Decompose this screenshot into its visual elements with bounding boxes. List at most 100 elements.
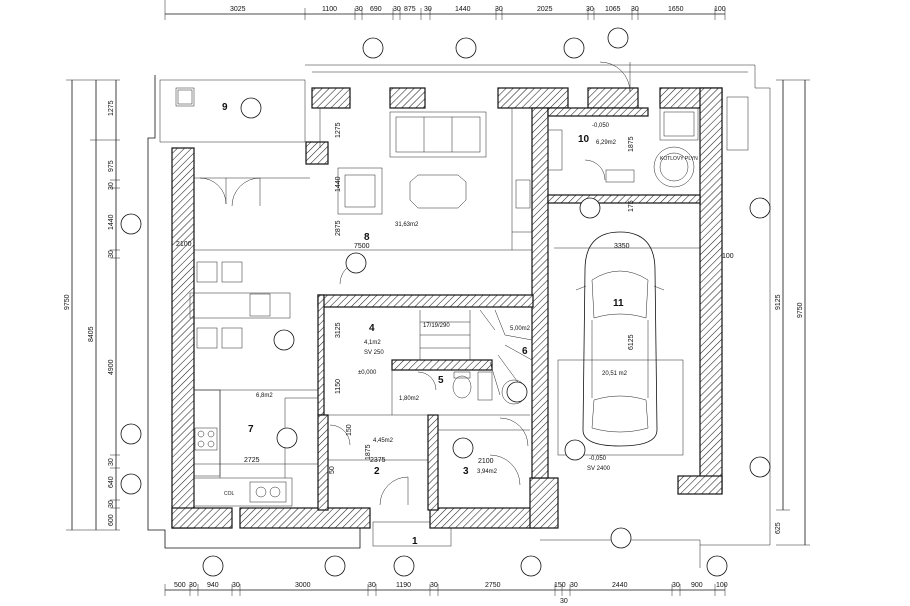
left-dimension-chains: 9750 1275 975 30 1440 30 8405 4900 30 64… bbox=[64, 79, 120, 531]
room-10-number: 10 bbox=[578, 134, 590, 145]
coffee-table bbox=[409, 174, 467, 209]
toilet bbox=[452, 375, 472, 399]
room-3-area: 3,94m2 bbox=[477, 469, 498, 475]
stair-label: 17/19/290 bbox=[423, 323, 450, 329]
boiler-label: KOTLOVÝ PLYN bbox=[660, 155, 698, 162]
armchair bbox=[337, 167, 383, 215]
interior-lines bbox=[193, 108, 533, 507]
dim-top-10: 30 bbox=[586, 6, 594, 13]
doors bbox=[199, 61, 631, 506]
dim-int-10: 1275 bbox=[335, 122, 342, 138]
axis-marker bbox=[120, 213, 142, 235]
dim-top-2: 30 bbox=[355, 6, 363, 13]
dim-left-3: 1440 bbox=[108, 214, 115, 230]
room-6-number: 6 bbox=[522, 346, 528, 357]
dim-int-9: 2875 bbox=[335, 220, 342, 236]
room-11-area: 20,51 m2 bbox=[602, 371, 628, 377]
room-10-area: 6,29m2 bbox=[596, 140, 617, 146]
room-6-area: 5,00m2 bbox=[510, 326, 531, 332]
dim-top-4: 30 bbox=[393, 6, 401, 13]
dim-int-17: 1875 bbox=[365, 444, 372, 460]
room-4-area: 4,1m2 bbox=[364, 340, 381, 346]
room-4-note: SV 250 bbox=[364, 350, 384, 356]
axis-marker bbox=[202, 555, 224, 577]
dim-bottom-extra: 30 bbox=[560, 598, 568, 605]
axis-marker bbox=[276, 427, 298, 449]
cooktop bbox=[194, 427, 218, 451]
sofa bbox=[389, 111, 487, 158]
axis-marker bbox=[520, 555, 542, 577]
axis-marker bbox=[749, 197, 771, 219]
axis-marker bbox=[607, 27, 629, 49]
room-11-number: 11 bbox=[613, 298, 624, 309]
car-silhouette bbox=[575, 231, 665, 447]
dim-bottom-2: 940 bbox=[207, 582, 219, 589]
furniture bbox=[175, 87, 699, 503]
dim-bottom-4: 3000 bbox=[295, 582, 311, 589]
dim-bottom-14: 100 bbox=[716, 582, 728, 589]
dim-top-0: 3025 bbox=[230, 6, 246, 13]
dim-int-12: 1440 bbox=[335, 176, 342, 192]
room-labels: 1 2 4,45m2 3 3,94m2 4 4,1m2 SV 250 ±0,00… bbox=[222, 102, 698, 547]
dim-int-11: 6125 bbox=[628, 334, 635, 350]
dim-left-1: 975 bbox=[108, 160, 115, 172]
window-grid bbox=[175, 87, 195, 107]
dim-bottom-5: 30 bbox=[368, 582, 376, 589]
pergola-column bbox=[726, 96, 749, 151]
dim-left-4: 30 bbox=[108, 250, 115, 258]
dining-table bbox=[189, 292, 291, 319]
axis-marker bbox=[324, 555, 346, 577]
top-dimension-chain: 3025 1100 30 690 30 875 30 1440 30 2025 … bbox=[164, 0, 726, 20]
dim-top-6: 30 bbox=[424, 6, 432, 13]
dim-left-2: 30 bbox=[108, 182, 115, 190]
right-dimension-chains: 9125 9750 625 bbox=[775, 79, 810, 546]
room-9-number: 9 bbox=[222, 102, 228, 113]
dim-int-7: 1150 bbox=[335, 379, 342, 394]
dim-int-0: 7500 bbox=[354, 243, 370, 250]
dim-right-bottom: 625 bbox=[775, 522, 782, 534]
room-5-number: 5 bbox=[438, 375, 444, 386]
axis-marker bbox=[345, 252, 367, 274]
axis-marker bbox=[610, 527, 632, 549]
axis-marker bbox=[706, 555, 728, 577]
dim-int-1: 3350 bbox=[614, 243, 630, 250]
room-4-number: 4 bbox=[369, 323, 375, 334]
dim-top-3: 690 bbox=[370, 6, 382, 13]
dim-int-8: 1875 bbox=[628, 136, 635, 152]
dim-int-6: 3125 bbox=[335, 322, 342, 338]
dim-left-6: 4900 bbox=[108, 359, 115, 375]
dim-left-5: 8405 bbox=[88, 326, 95, 342]
axis-marker bbox=[749, 456, 771, 478]
dim-left-9: 30 bbox=[108, 500, 115, 508]
room-1-number: 1 bbox=[412, 536, 418, 547]
interior-dimensions: 7500 3350 2725 2375 2100 100 3125 1150 1… bbox=[176, 122, 734, 474]
dim-top-9: 2025 bbox=[537, 6, 553, 13]
room-4-level: ±0,000 bbox=[358, 370, 377, 376]
dim-int-4: 2100 bbox=[478, 458, 494, 465]
dim-int-3: 2375 bbox=[370, 457, 386, 464]
dim-top-7: 1440 bbox=[455, 6, 471, 13]
room-8-number: 8 bbox=[364, 232, 370, 243]
dim-int-2: 2725 bbox=[244, 457, 260, 464]
dim-int-16: 2100 bbox=[176, 241, 192, 248]
boiler-unit bbox=[659, 107, 699, 141]
dim-bottom-8: 2750 bbox=[485, 582, 501, 589]
dim-right-inner: 9125 bbox=[775, 294, 782, 310]
axis-marker bbox=[393, 555, 415, 577]
dim-bottom-6: 1190 bbox=[396, 582, 411, 589]
dim-bottom-1: 30 bbox=[189, 582, 197, 589]
water-tank bbox=[653, 146, 695, 188]
axis-marker bbox=[362, 37, 384, 59]
axis-marker bbox=[579, 197, 601, 219]
axis-marker bbox=[240, 97, 262, 119]
axis-marker bbox=[455, 37, 477, 59]
axis-marker bbox=[563, 37, 585, 59]
dim-left-7: 30 bbox=[108, 458, 115, 466]
dim-left-10: 600 bbox=[108, 514, 115, 526]
walls bbox=[171, 87, 723, 529]
room-7-number: 7 bbox=[248, 424, 254, 435]
col-label: COL bbox=[224, 491, 235, 497]
room-2-number: 2 bbox=[374, 466, 380, 477]
dim-top-1: 1100 bbox=[322, 6, 337, 13]
room-3-number: 3 bbox=[463, 466, 469, 477]
